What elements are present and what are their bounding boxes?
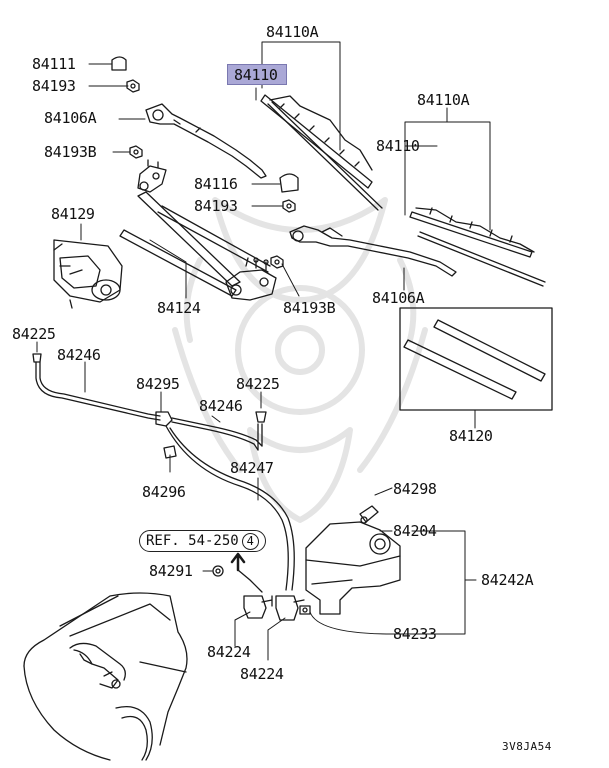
reference-circle-number: 4	[241, 533, 259, 550]
part-label-84124[interactable]: 84124	[157, 299, 201, 317]
washer-pumps	[212, 552, 305, 621]
part-label-84233[interactable]: 84233	[393, 625, 437, 643]
part-label-84225-right[interactable]: 84225	[236, 375, 280, 393]
part-label-84296[interactable]: 84296	[142, 483, 186, 501]
wiper-motor	[53, 239, 123, 309]
part-label-84110A-top[interactable]: 84110A	[266, 23, 319, 41]
front-wiper-blade-right	[409, 207, 546, 287]
part-label-84110A-right[interactable]: 84110A	[417, 91, 470, 109]
wiper-linkage	[119, 159, 277, 301]
part-label-84242A[interactable]: 84242A	[481, 571, 534, 589]
part-label-84110-right[interactable]: 84110	[376, 137, 420, 155]
leader-lines	[36, 41, 491, 661]
front-wiper-blade-left	[260, 94, 383, 211]
washer-reservoir	[299, 505, 401, 615]
part-label-84106A-left[interactable]: 84106A	[44, 109, 97, 127]
part-label-84111[interactable]: 84111	[32, 55, 76, 73]
vehicle-outline	[23, 592, 188, 761]
reference-text: REF. 54-250	[146, 533, 239, 549]
wiper-arm-right	[289, 225, 457, 277]
part-label-84298[interactable]: 84298	[393, 480, 437, 498]
part-label-84129[interactable]: 84129	[51, 205, 95, 223]
part-label-84204[interactable]: 84204	[393, 522, 437, 540]
part-label-84295[interactable]: 84295	[136, 375, 180, 393]
part-label-84193-middle[interactable]: 84193	[194, 197, 238, 215]
part-label-84116[interactable]: 84116	[194, 175, 238, 193]
part-label-84106A-right[interactable]: 84106A	[372, 289, 425, 307]
diagram-code: 3V8JA54	[502, 740, 552, 753]
part-label-84246-left[interactable]: 84246	[57, 346, 101, 364]
part-label-84246-right[interactable]: 84246	[199, 397, 243, 415]
part-label-84247[interactable]: 84247	[230, 459, 274, 477]
part-label-84193B-left[interactable]: 84193B	[44, 143, 97, 161]
blade-refill-box	[399, 307, 553, 411]
part-label-84120[interactable]: 84120	[449, 427, 493, 445]
part-label-84193-upper[interactable]: 84193	[32, 77, 76, 95]
part-label-84225-left[interactable]: 84225	[12, 325, 56, 343]
part-label-84224-left[interactable]: 84224	[207, 643, 251, 661]
part-label-84110-highlight[interactable]: 84110	[227, 64, 287, 85]
watermark-emblem	[172, 197, 428, 523]
washer-hoses	[32, 353, 295, 591]
part-label-84224-right[interactable]: 84224	[240, 665, 284, 683]
part-label-84193B-right[interactable]: 84193B	[283, 299, 336, 317]
part-label-84291[interactable]: 84291	[149, 562, 193, 580]
wiper-arm-left	[145, 103, 267, 179]
fasteners	[111, 56, 299, 269]
